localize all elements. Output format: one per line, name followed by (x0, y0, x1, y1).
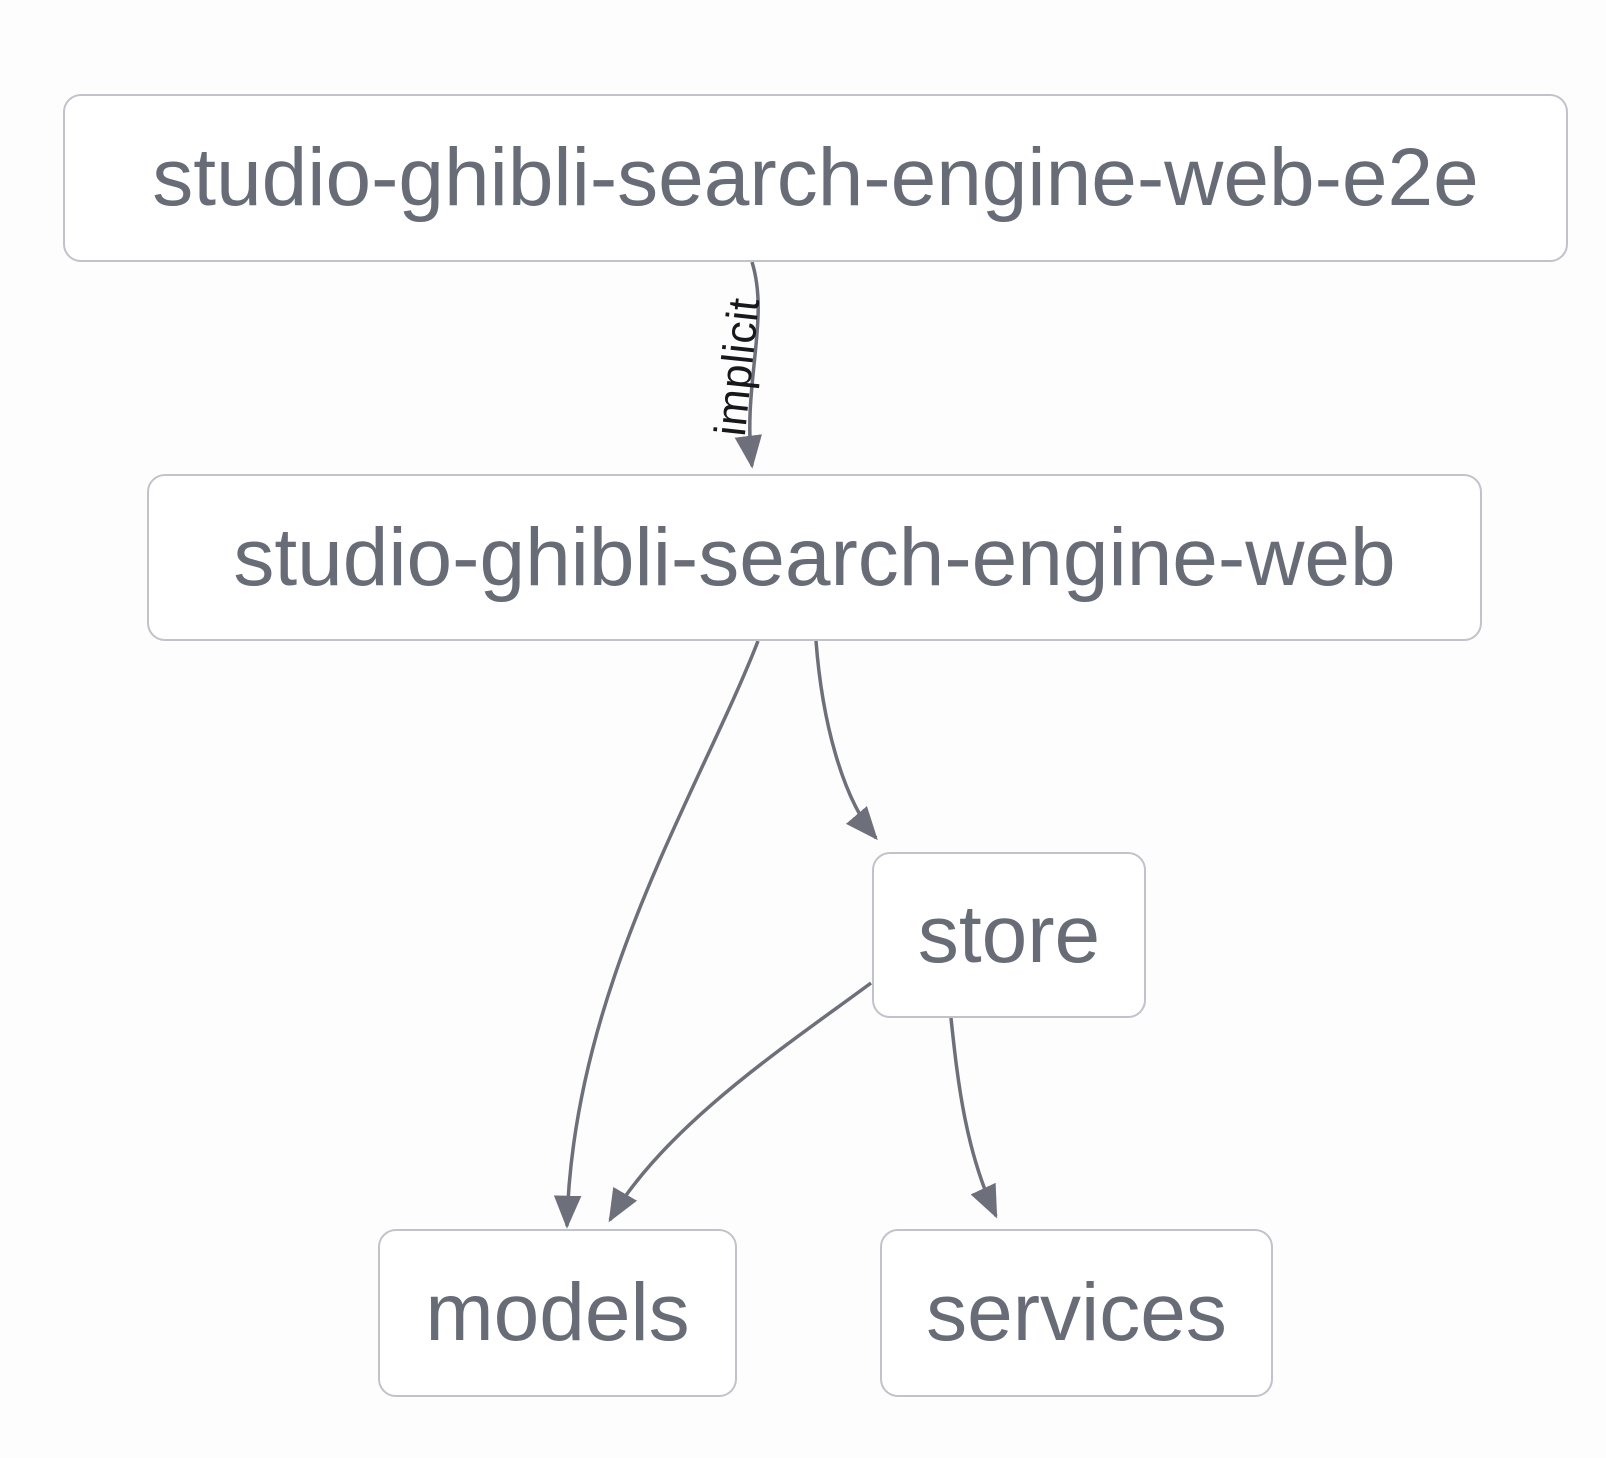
edge-store-to-services (949, 1017, 998, 1219)
node-label: studio-ghibli-search-engine-web (233, 511, 1396, 603)
node-label: studio-ghibli-search-engine-web-e2e (152, 132, 1479, 223)
node-studio-ghibli-search-engine-web-e2e[interactable]: studio-ghibli-search-engine-web-e2e (63, 94, 1568, 262)
edge-web-to-store (814, 640, 878, 841)
node-store[interactable]: store (872, 852, 1146, 1018)
node-models[interactable]: models (378, 1229, 737, 1397)
edge-store-to-models (608, 981, 873, 1223)
node-services[interactable]: services (880, 1229, 1273, 1397)
node-studio-ghibli-search-engine-web[interactable]: studio-ghibli-search-engine-web (147, 474, 1482, 641)
node-label: models (425, 1267, 690, 1358)
edge-web-to-models (553, 640, 760, 1229)
node-label: services (926, 1267, 1227, 1358)
node-label: store (917, 889, 1101, 980)
edge-label-implicit: implicit (705, 295, 770, 439)
